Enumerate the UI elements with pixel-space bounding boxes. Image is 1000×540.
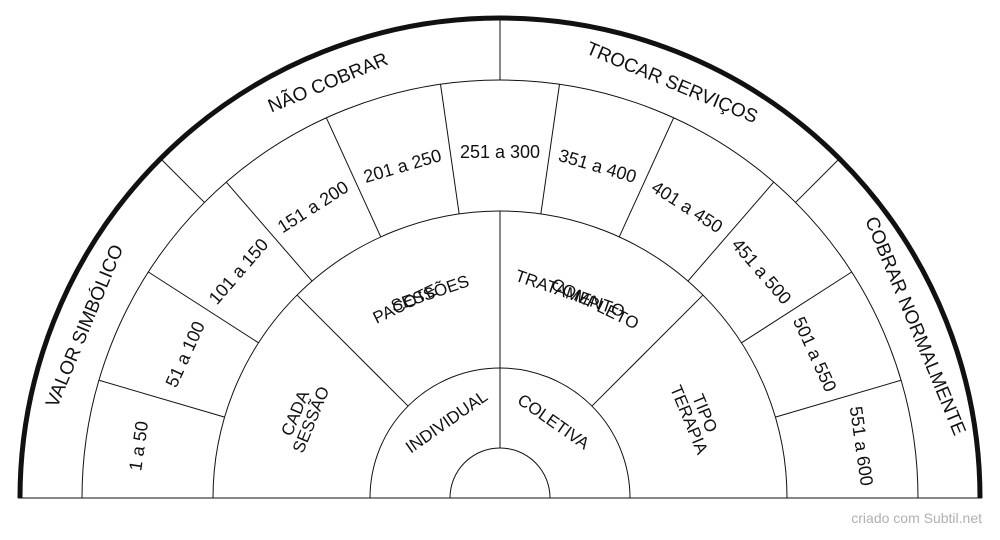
range-label: 51 a 100	[162, 318, 209, 390]
label-line: 251 a 300	[460, 142, 540, 162]
range-label: 501 a 550	[789, 314, 840, 395]
range-label: 251 a 300	[460, 142, 540, 162]
range-ring-divider	[687, 181, 775, 282]
label-line: 351 a 400	[556, 145, 638, 187]
package-label: COMPLETO	[548, 275, 642, 334]
label-line: 451 a 500	[728, 235, 796, 309]
range-ring-divider	[325, 117, 382, 238]
range-label: 351 a 400	[556, 145, 638, 187]
range-label: 151 a 200	[274, 177, 352, 237]
label-line: 101 a 150	[205, 235, 273, 309]
range-ring-divider	[540, 84, 560, 214]
label-line: 201 a 250	[361, 145, 443, 187]
range-label: 101 a 150	[205, 235, 273, 309]
range-label: 201 a 250	[361, 145, 443, 187]
label-line: 151 a 200	[274, 177, 352, 237]
label-line: COBRAR NORMALMENTE	[860, 214, 969, 439]
label-line: 51 a 100	[162, 318, 209, 390]
inner-label: COLETIVA	[514, 390, 593, 453]
label-line: 501 a 550	[789, 314, 840, 395]
hub-arc	[449, 447, 551, 499]
outer-label: COBRAR NORMALMENTE	[860, 214, 969, 439]
inner-label: INDIVIDUAL	[402, 387, 491, 457]
outer-ring-divider	[160, 158, 205, 203]
outer-ring-divider	[795, 158, 840, 203]
range-ring-divider	[225, 181, 313, 282]
range-ring-divider	[741, 271, 852, 344]
package-ring-divider	[296, 294, 409, 407]
range-ring-divider	[618, 117, 675, 238]
range-label: 551 a 600	[846, 405, 877, 487]
label-line: 551 a 600	[846, 405, 877, 487]
range-ring-divider	[98, 379, 225, 418]
range-label: 401 a 450	[648, 177, 726, 237]
inner-ring-labels: INDIVIDUAL COLETIVA	[402, 387, 593, 457]
package-ring-divider	[591, 294, 704, 407]
range-label: 1 a 50	[125, 420, 152, 472]
range-ring-divider	[775, 379, 902, 418]
watermark: criado com Subtil.net	[851, 510, 982, 526]
sector-dividers	[98, 18, 902, 448]
range-ring-divider	[148, 271, 259, 344]
range-label: 451 a 500	[728, 235, 796, 309]
label-line: 1 a 50	[125, 420, 152, 472]
outer-label: NÃO COBRAR	[265, 48, 391, 117]
range-ring-divider	[440, 84, 460, 214]
label-line: NÃO COBRAR	[265, 48, 391, 117]
package-label: SESSÕES	[389, 271, 472, 315]
label-line: 401 a 450	[648, 177, 726, 237]
